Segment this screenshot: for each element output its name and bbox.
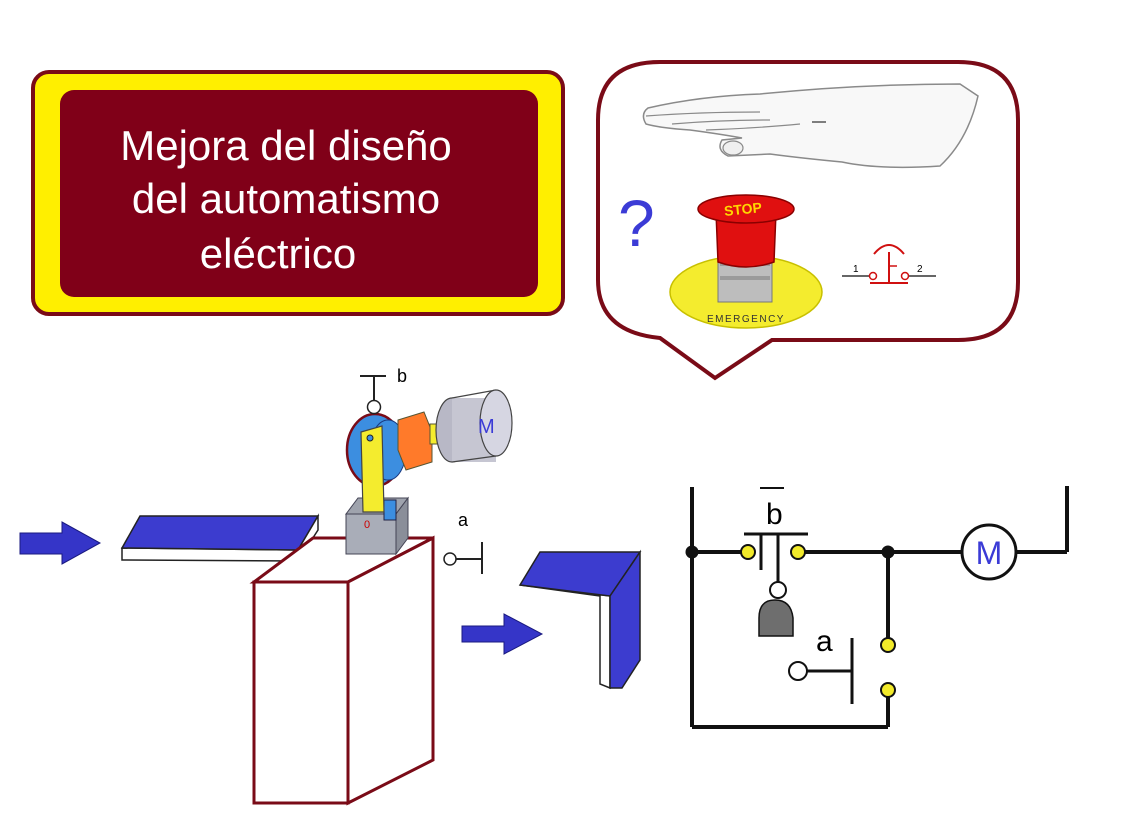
title-box-panel <box>60 90 538 297</box>
stop-label: STOP <box>723 199 762 219</box>
sensor-a-label: a <box>458 510 469 530</box>
contact-a-label: a <box>816 625 833 658</box>
circuit-motor-label: M <box>976 535 1003 571</box>
press-arm <box>360 425 385 513</box>
output-arrow <box>461 613 544 655</box>
actuator-cam <box>758 599 794 637</box>
bent-workpiece <box>518 549 642 690</box>
cam-motor-assembly: M <box>345 389 513 513</box>
button-cap <box>697 194 795 224</box>
contact-a: a <box>788 625 896 704</box>
button-body <box>715 211 777 268</box>
emergency-label: EMERGENCY <box>707 314 785 325</box>
emergency-switch-symbol: 1 2 <box>842 244 936 284</box>
input-arrow <box>19 521 102 565</box>
flat-workpiece <box>120 513 320 564</box>
die-mark: 0 <box>364 519 370 531</box>
sensor-b-label: b <box>397 366 407 386</box>
limit-switch-b: b <box>360 366 407 415</box>
junction-node <box>881 545 895 559</box>
contact-b: b <box>740 487 808 637</box>
limit-switch-a: a <box>443 510 483 574</box>
title-box: Mejora del diseño del automatismo eléctr… <box>31 70 565 316</box>
press-body <box>249 535 435 806</box>
junction-node <box>685 545 699 559</box>
title-line-2: del automatismo <box>132 175 440 222</box>
title-line-3: eléctrico <box>200 230 356 277</box>
circuit-diagram: b a M <box>685 486 1069 729</box>
hand-icon <box>642 83 979 169</box>
motor-label: M <box>478 416 495 438</box>
speech-bubble: ? STOP EMERGENCY 1 2 <box>596 60 1020 381</box>
contact-b-label: b <box>766 498 783 531</box>
terminal-2-label: 2 <box>917 264 923 275</box>
machine-illustration: 0 M b a <box>19 366 642 806</box>
motor-face <box>479 389 513 457</box>
terminal-1-label: 1 <box>853 264 859 275</box>
motor-symbol: M <box>960 523 1018 581</box>
question-mark: ? <box>618 186 655 260</box>
title-line-1: Mejora del diseño <box>120 122 452 169</box>
emergency-stop-icon: STOP EMERGENCY <box>669 194 823 329</box>
die-block: 0 <box>345 496 409 556</box>
